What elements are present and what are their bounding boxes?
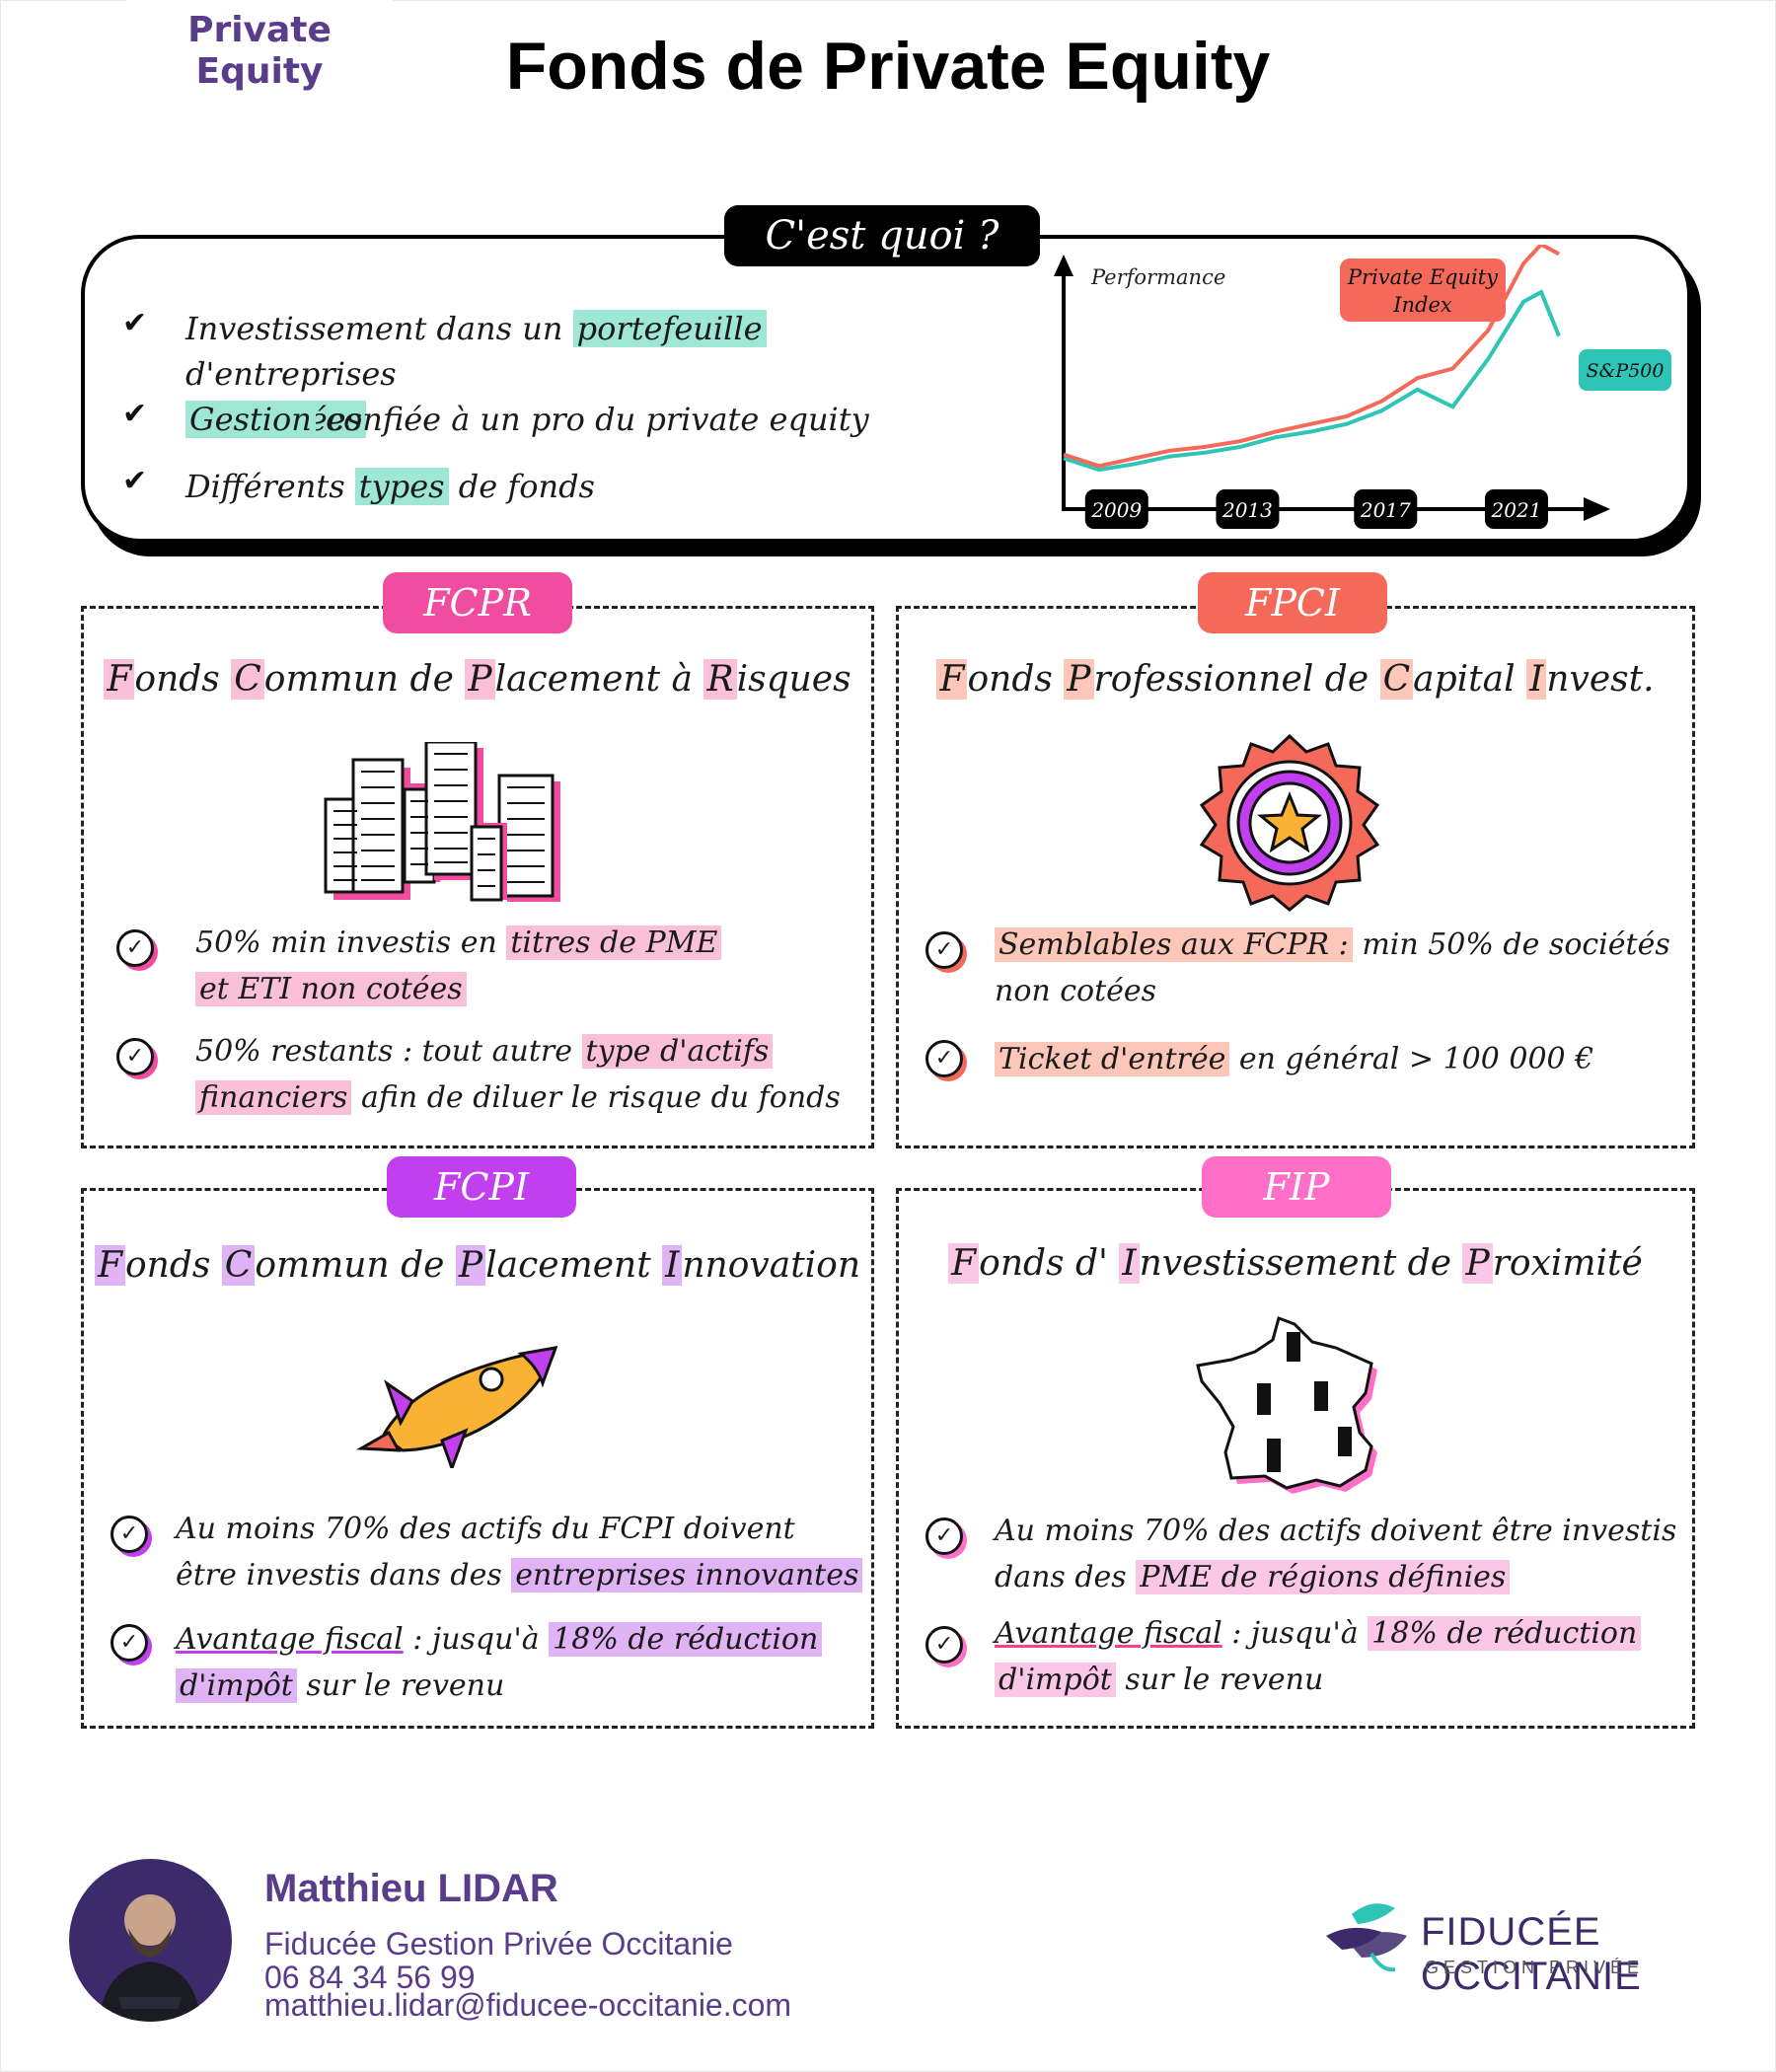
fpci-point-1: Semblables aux FCPR : min 50% de société… [995, 927, 1670, 1008]
author-company: Fiducée Gestion Privée Occitanie [264, 1926, 733, 1961]
author-name: Matthieu LIDAR [264, 1867, 558, 1910]
fip-tag: FIP [1202, 1156, 1391, 1218]
x-tick-box [1354, 489, 1418, 529]
fip-point-1: Au moins 70% des actifs doivent être inv… [995, 1514, 1677, 1594]
what-label: C'est quoi ? [724, 205, 1040, 266]
avatar [69, 1859, 232, 2022]
fcpr-tag: FCPR [383, 572, 572, 633]
sp-legend-box [1579, 349, 1671, 391]
fcpi-tag: FCPI [387, 1156, 576, 1218]
check-icon: ✔ [122, 397, 148, 431]
person-icon [99, 1894, 201, 2022]
x-tick-label: 2021 [1491, 498, 1542, 522]
author-phone[interactable]: 06 84 34 56 99 [264, 1960, 476, 1995]
check-circle-icon: ✓ [925, 1517, 963, 1555]
fiducee-logo-icon [1326, 1903, 1407, 1972]
check-circle-icon: ✓ [925, 1040, 963, 1077]
x-tick-label: 2013 [1221, 498, 1273, 522]
fcpr-full-name: Fonds Commun de Placement à Risques [81, 659, 874, 700]
what-bullet-2: ✔ Gestion confiée à un pro du private eq… [122, 397, 869, 438]
fcpi-full-name: Fonds Commun de Placement Innovation [81, 1245, 874, 1286]
check-circle-icon: ✓ [925, 931, 963, 969]
check-icon: ✔ [122, 464, 148, 498]
pe-legend-box [1340, 259, 1506, 322]
logo-name: FIDUCÉE OCCITANIE [1421, 1910, 1642, 1998]
sp-legend-label: S&P500 [1587, 360, 1665, 382]
x-tick-box [1484, 489, 1548, 529]
x-tick-label: 2009 [1090, 498, 1142, 522]
x-tick-box [1216, 489, 1280, 529]
check-circle-icon: ✓ [116, 1038, 154, 1075]
rocket-icon [355, 1345, 558, 1468]
performance-chart: Performance Private Equity Index S&P500 … [1054, 245, 1671, 529]
pe-legend-label: Private Equity [1347, 265, 1499, 289]
y-axis-label: Performance [1090, 265, 1225, 289]
fpci-point-2: Ticket d'entrée en général > 100 000 € [995, 1036, 1675, 1082]
x-tick-box [1084, 489, 1148, 529]
author-email[interactable]: matthieu.lidar@fiducee-occitanie.com [264, 1987, 792, 2023]
x-tick-label: 2017 [1360, 498, 1411, 522]
fip-point-2: Avantage fiscal : jusqu'à 18% de réducti… [995, 1610, 1685, 1703]
fip-full-name: Fonds d' Investissement de Proximité [896, 1243, 1695, 1284]
france-map-icon [1196, 1316, 1377, 1494]
brand-tag-line: Private Equity [187, 10, 332, 92]
sp500-series-line [1063, 289, 1561, 473]
pe-index-series-line [1063, 245, 1560, 469]
badge-star-icon [1199, 734, 1380, 912]
pe-legend-label: Index [1392, 293, 1452, 317]
check-circle-icon: ✓ [925, 1626, 963, 1664]
check-circle-icon: ✓ [111, 1516, 148, 1553]
brand-tag: Private Equity [126, 0, 393, 107]
what-bullet-1: ✔ Investissement dans un portefeuille d'… [122, 306, 767, 438]
check-circle-icon: ✓ [116, 929, 154, 967]
y-axis-arrow-icon [1054, 255, 1073, 276]
fcpi-point-2: Avantage fiscal : jusqu'à 18% de réducti… [176, 1616, 866, 1709]
buildings-icon [324, 742, 560, 902]
x-axis-arrow-icon [1584, 497, 1610, 521]
check-circle-icon: ✓ [111, 1624, 148, 1662]
check-icon: ✔ [122, 306, 148, 340]
fpci-full-name: Fonds Professionnel de Capital Invest. [896, 659, 1695, 700]
logo-subtitle: GESTION PRIVÉE [1425, 1958, 1645, 1977]
fpci-tag: FPCI [1198, 572, 1387, 633]
page-title: Fonds de Private Equity [505, 29, 1271, 104]
what-bullet-3: ✔ Différents types de fonds [122, 464, 595, 505]
